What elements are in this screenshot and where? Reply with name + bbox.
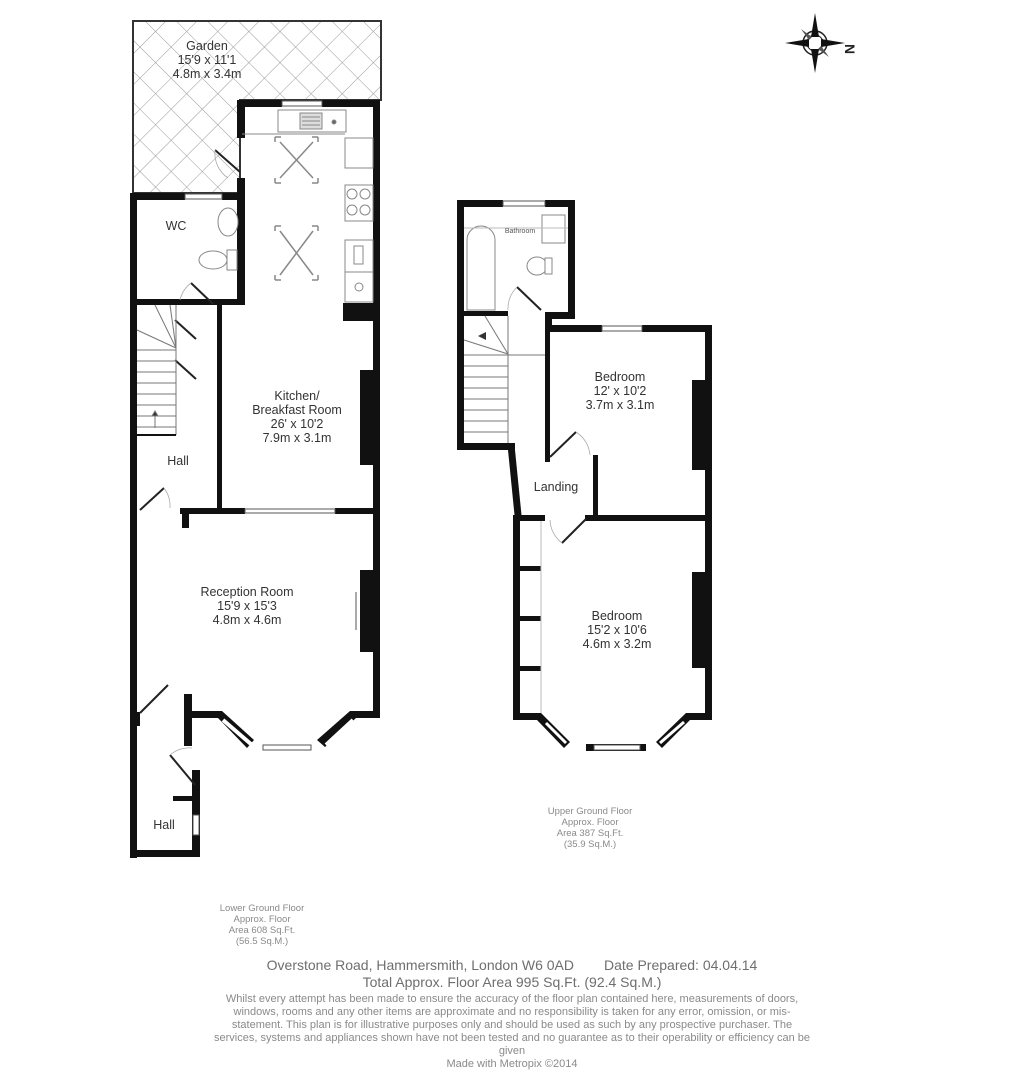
upper-bay-glazing bbox=[544, 720, 685, 745]
bay-window-glazing bbox=[221, 718, 355, 747]
room-name: Bathroom bbox=[504, 228, 536, 235]
room-name-line2: Breakfast Room bbox=[252, 403, 342, 417]
room-label-landing: Landing bbox=[534, 480, 579, 494]
wc-fixtures bbox=[198, 207, 239, 271]
upper-ground-floor-doors bbox=[507, 286, 591, 544]
room-name: Hall bbox=[167, 454, 189, 468]
room-name: Bedroom bbox=[594, 370, 646, 384]
upper-ground-floor-windows bbox=[502, 200, 643, 751]
room-label-kitchen: Kitchen/ Breakfast Room 26' x 10'2 7.9m … bbox=[252, 389, 342, 445]
upper-ground-floor-area-note: Upper Ground Floor Approx. Floor Area 38… bbox=[548, 806, 632, 850]
plan-footer: Overstone Road, Hammersmith, London W6 0… bbox=[0, 957, 1024, 1071]
made-with-credit: Made with Metropix ©2014 bbox=[446, 1058, 578, 1070]
area-note-line: (35.9 Sq.M.) bbox=[563, 839, 617, 850]
room-name: Garden bbox=[186, 39, 228, 53]
room-size-metric: 4.8m x 4.6m bbox=[212, 613, 282, 627]
area-note-line: Lower Ground Floor bbox=[219, 903, 305, 914]
lower-ground-floor-walls bbox=[130, 100, 380, 858]
address-line: Overstone Road, Hammersmith, London W6 0… bbox=[0, 957, 1024, 974]
room-size-imperial: 15'2 x 10'6 bbox=[587, 623, 647, 637]
lower-ground-floor-doors bbox=[139, 149, 241, 786]
room-label-bedroom-rear: Bedroom 12' x 10'2 3.7m x 3.1m bbox=[586, 370, 655, 412]
room-size-imperial: 26' x 10'2 bbox=[270, 417, 324, 431]
room-name: Bedroom bbox=[591, 609, 643, 623]
lower-ground-floor-windows bbox=[184, 100, 357, 836]
room-size-metric: 3.7m x 3.1m bbox=[585, 398, 655, 412]
room-label-hall: Hall bbox=[167, 454, 189, 468]
area-note-line: Approx. Floor bbox=[233, 914, 291, 925]
compass-rose-icon bbox=[785, 13, 845, 73]
room-size-metric: 7.9m x 3.1m bbox=[262, 431, 332, 445]
area-note-line: Area 387 Sq.Ft. bbox=[556, 828, 624, 839]
room-label-front-hall: Hall bbox=[153, 818, 175, 832]
area-note-line: Area 608 Sq.Ft. bbox=[228, 925, 296, 936]
area-note-line: Approx. Floor bbox=[561, 817, 619, 828]
room-size-imperial: 12' x 10'2 bbox=[593, 384, 647, 398]
property-address: Overstone Road, Hammersmith, London W6 0… bbox=[266, 957, 574, 973]
date-prepared: Date Prepared: 04.04.14 bbox=[604, 957, 758, 973]
area-note-line: Upper Ground Floor bbox=[547, 806, 633, 817]
room-size-metric: 4.8m x 3.4m bbox=[172, 67, 242, 81]
upper-ground-floor-stairs bbox=[463, 315, 545, 443]
rooflight-markers bbox=[274, 136, 319, 281]
disclaimer-text: Whilst every attempt has been made to en… bbox=[214, 993, 810, 1057]
room-label-bathroom: Bathroom bbox=[505, 228, 535, 236]
area-note-line: (56.5 Sq.M.) bbox=[235, 936, 289, 947]
room-name: WC bbox=[165, 219, 187, 233]
room-name: Landing bbox=[533, 480, 579, 494]
room-label-garden: Garden 15'9 x 11'1 4.8m x 3.4m bbox=[173, 39, 242, 81]
upper-ground-floor-walls bbox=[457, 200, 712, 751]
room-name: Hall bbox=[153, 818, 175, 832]
lower-ground-floor-area-note: Lower Ground Floor Approx. Floor Area 60… bbox=[220, 903, 304, 947]
compass-north-label: N bbox=[842, 43, 859, 55]
lower-ground-floor-stairs bbox=[136, 304, 177, 436]
room-name: Kitchen/ bbox=[274, 389, 320, 403]
room-size-imperial: 15'9 x 15'3 bbox=[217, 599, 277, 613]
room-size-imperial: 15'9 x 11'1 bbox=[177, 53, 237, 67]
total-floor-area: Total Approx. Floor Area 995 Sq.Ft. (92.… bbox=[362, 974, 662, 990]
bathroom-fixtures bbox=[464, 214, 568, 311]
room-label-wc: WC bbox=[166, 219, 187, 233]
room-label-bedroom-front: Bedroom 15'2 x 10'6 4.6m x 3.2m bbox=[583, 609, 652, 651]
room-size-metric: 4.6m x 3.2m bbox=[582, 637, 652, 651]
room-name: Reception Room bbox=[200, 585, 294, 599]
room-label-reception-room: Reception Room 15'9 x 15'3 4.8m x 4.6m bbox=[200, 585, 293, 627]
kitchen-fixtures bbox=[242, 109, 374, 303]
